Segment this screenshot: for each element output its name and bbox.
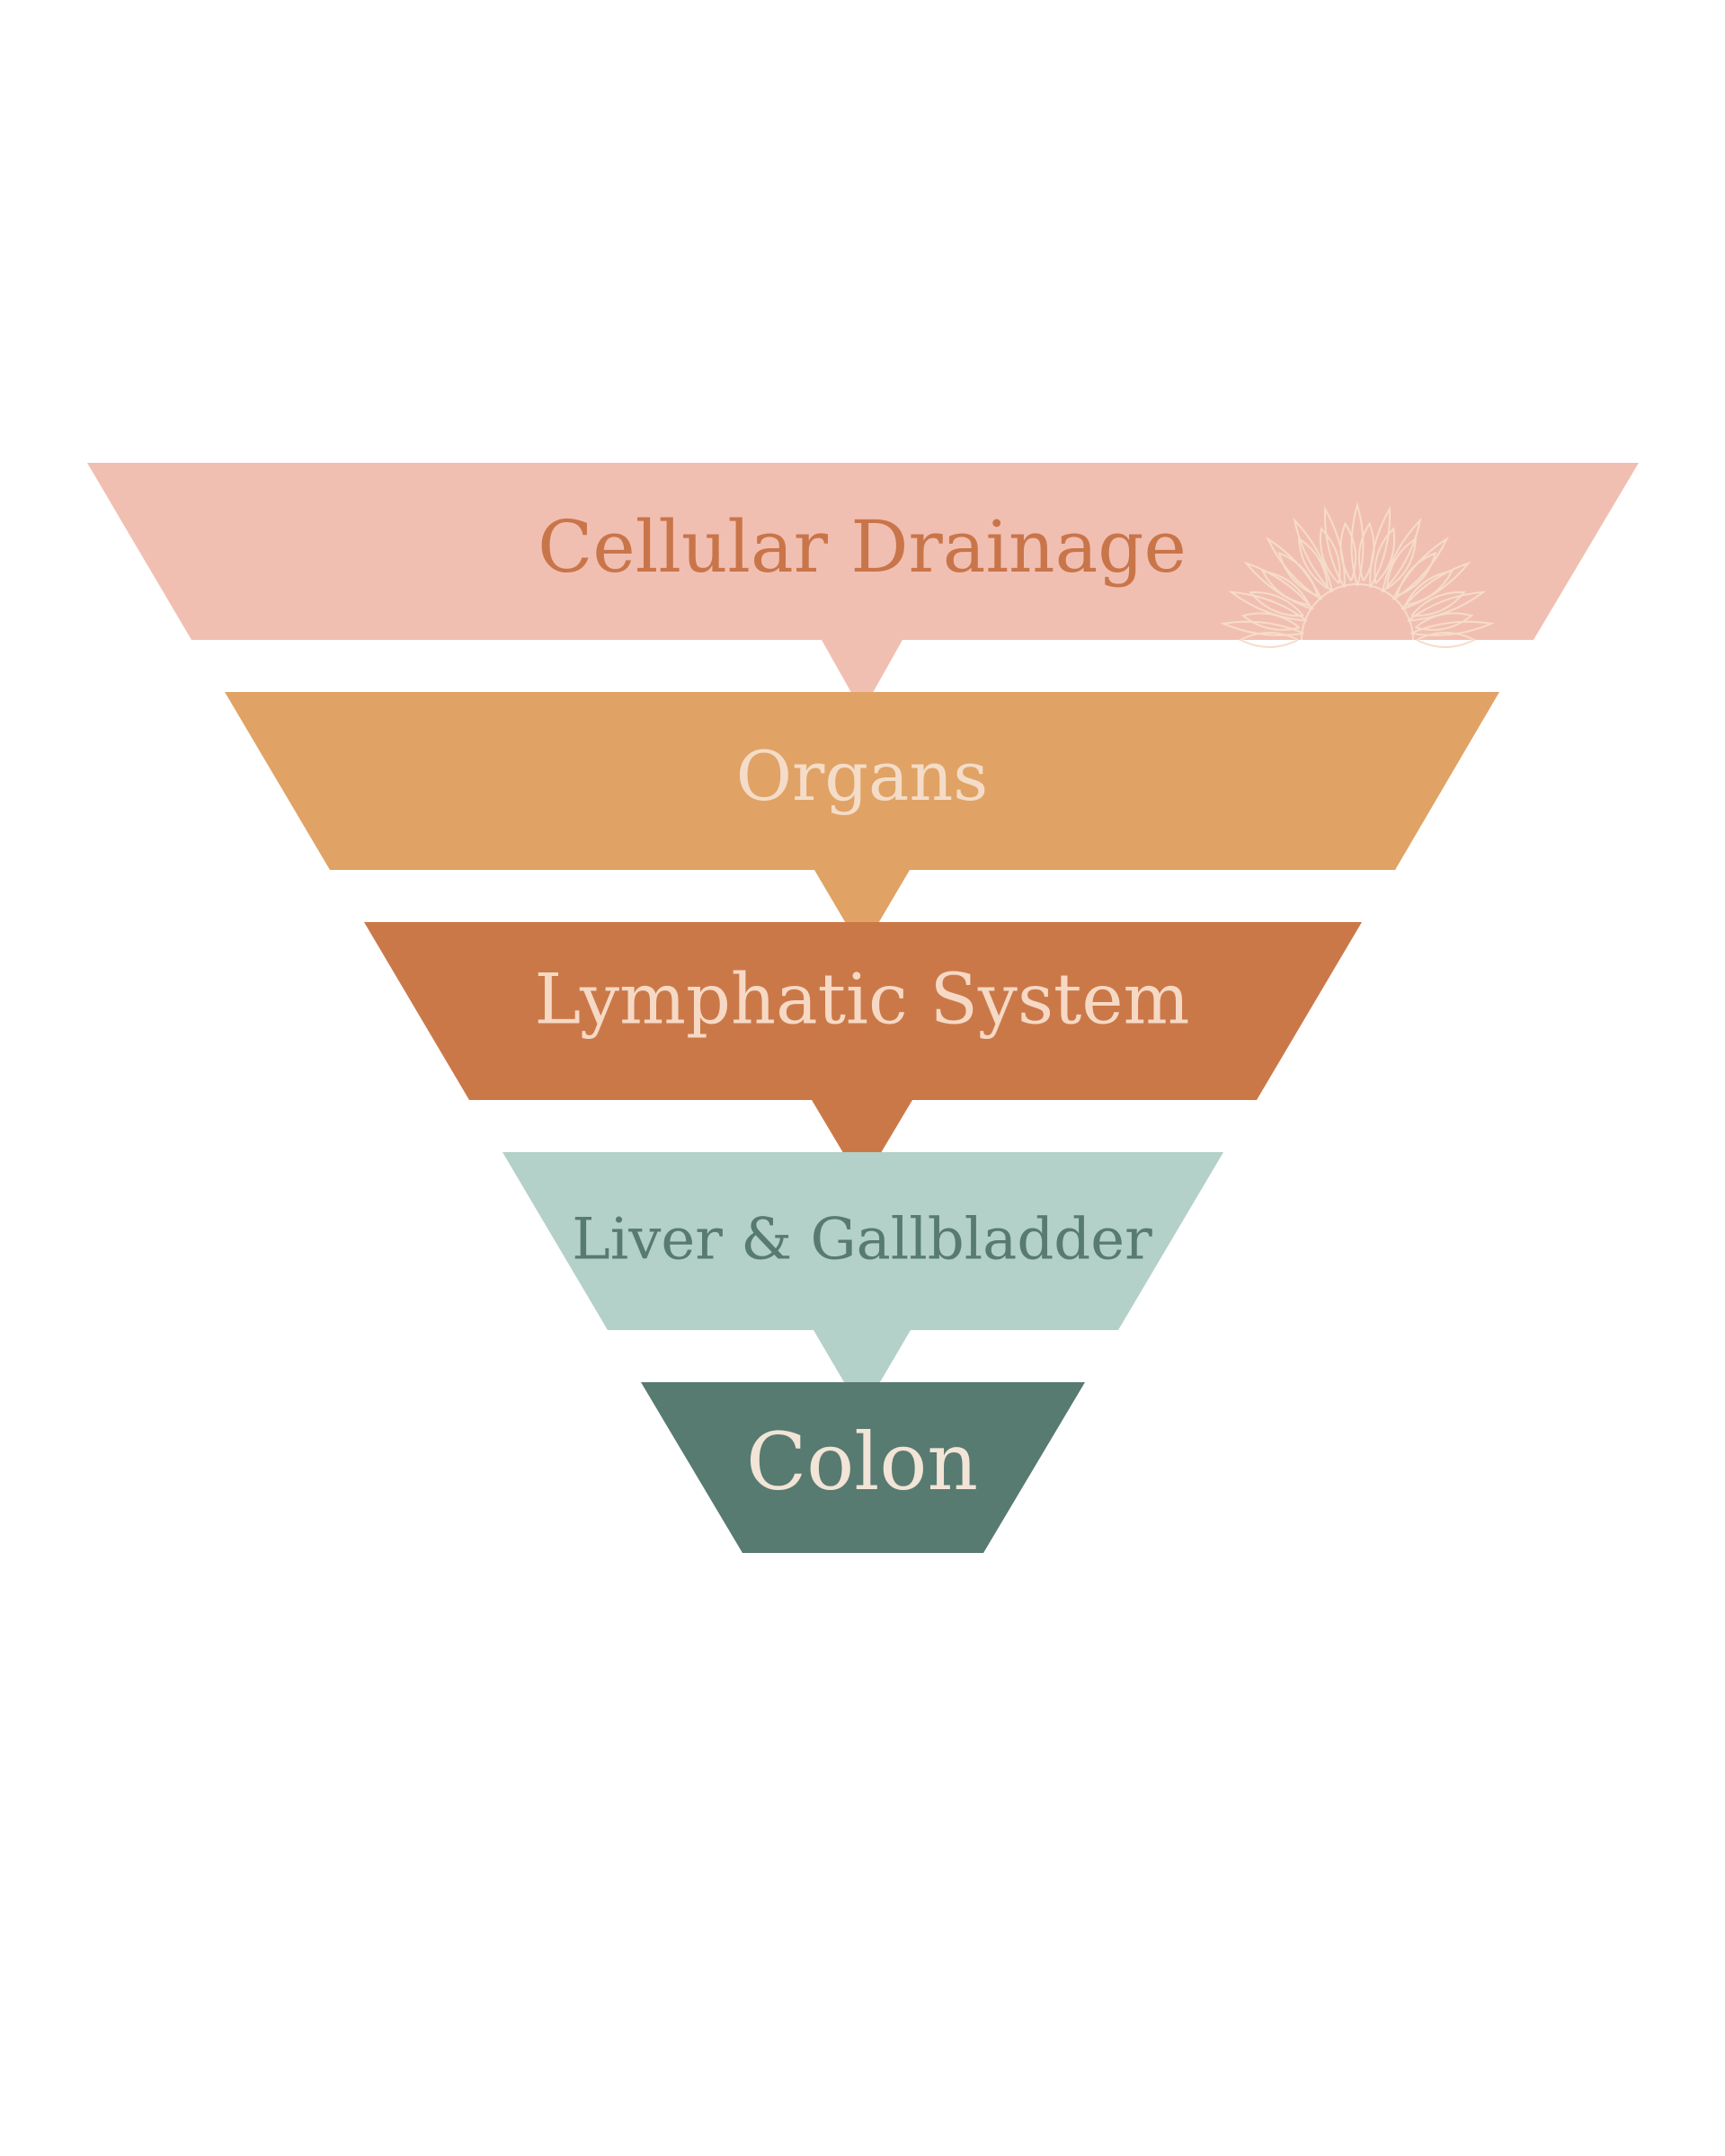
tier-band-lymphatic-system xyxy=(364,922,1362,1184)
tier-label-liver-gallbladder: Liver & Gallbladder xyxy=(572,1207,1152,1273)
funnel-tier-liver-gallbladder: Liver & Gallbladder xyxy=(502,1152,1223,1413)
tier-label-cellular-drainage: Cellular Drainage xyxy=(538,505,1187,589)
tier-label-lymphatic-system: Lymphatic System xyxy=(535,960,1190,1041)
tier-band-liver-gallbladder xyxy=(502,1152,1223,1413)
sunflower-line-icon xyxy=(1220,501,1495,648)
funnel-tier-lymphatic-system: Lymphatic System xyxy=(364,922,1362,1184)
tier-band-cellular-drainage xyxy=(87,463,1639,712)
tier-band-organs xyxy=(225,692,1499,951)
funnel-tier-colon: Colon xyxy=(641,1382,1085,1553)
funnel-tier-cellular-drainage: Cellular Drainage xyxy=(87,463,1639,712)
tier-label-colon: Colon xyxy=(746,1415,978,1508)
funnel-tier-organs: Organs xyxy=(225,692,1499,951)
tier-band-colon xyxy=(641,1382,1085,1553)
tier-label-organs: Organs xyxy=(736,736,989,816)
